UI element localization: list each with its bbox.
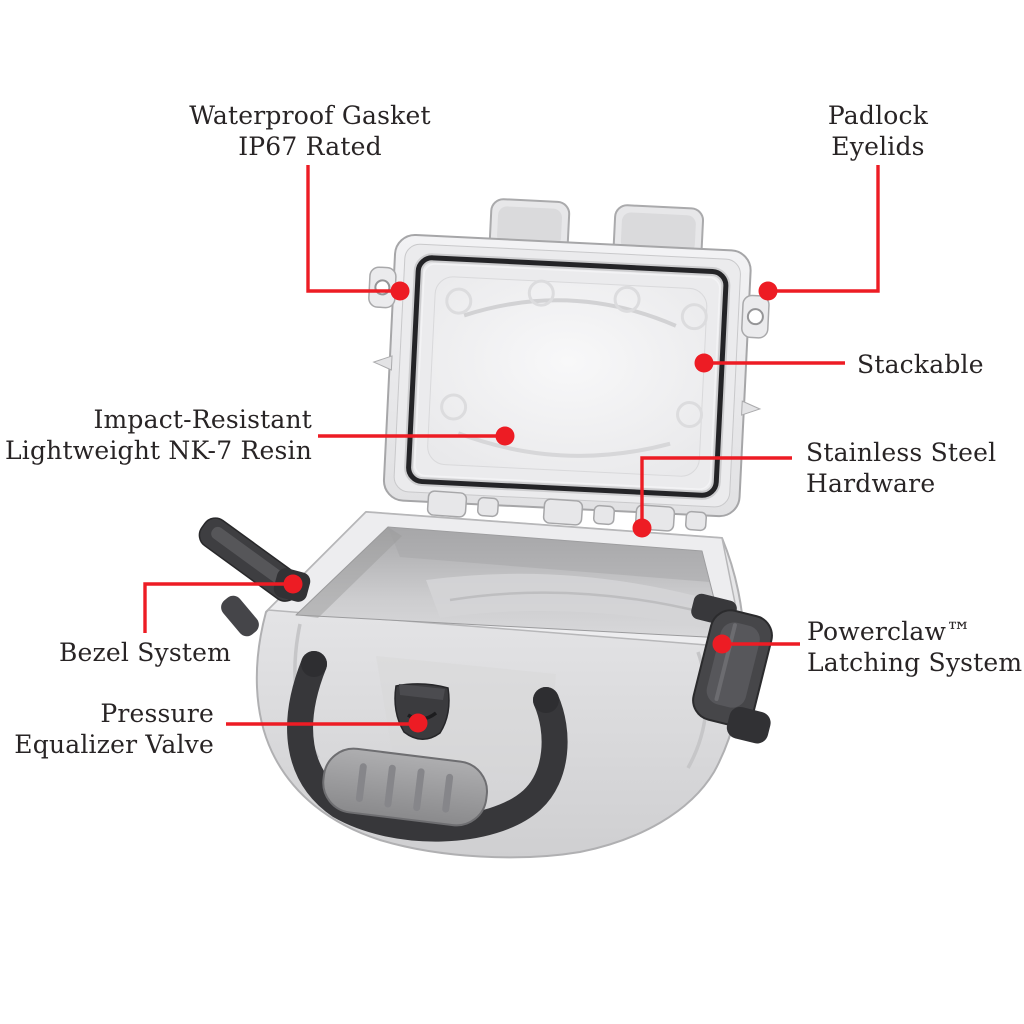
callout-line-padlock-eyelids xyxy=(770,165,880,293)
interior-floor-ridge xyxy=(449,591,711,616)
callout-text-line: Padlock xyxy=(827,101,929,130)
bezel-latch-arm-highlight xyxy=(211,526,292,590)
callout-label-padlock-eyelids: Padlock Eyelids xyxy=(738,100,1018,162)
interior-floor xyxy=(426,573,706,628)
handle-grip-ribs xyxy=(355,763,454,813)
valve-plate xyxy=(399,684,445,700)
hinge-knuckle xyxy=(426,490,468,518)
callout-dot-impact-resistant xyxy=(495,426,515,446)
carry-handle xyxy=(287,651,568,842)
callout-text-line: Powerclaw™ xyxy=(807,617,972,646)
handle-pivot-right xyxy=(533,687,559,713)
callout-dot-waterproof-gasket xyxy=(390,281,410,301)
waterproof-gasket-ring xyxy=(406,255,729,498)
callout-dot-stackable xyxy=(694,353,714,373)
callout-text-line: Equalizer Valve xyxy=(14,730,214,759)
callout-dot-powerclaw xyxy=(712,634,732,654)
case-hinges xyxy=(426,490,708,532)
callout-text-line: Stackable xyxy=(857,350,984,379)
callout-label-bezel-system: Bezel System xyxy=(25,637,265,668)
lid-fin-left xyxy=(372,355,393,371)
hinge-knuckle xyxy=(476,496,500,518)
callout-dot-bezel-system xyxy=(283,574,303,594)
hinge-knuckle xyxy=(542,498,584,526)
gasket-highlight xyxy=(414,263,721,490)
case-base xyxy=(255,511,745,859)
callout-line-bezel-system xyxy=(143,582,291,633)
handle-pivot-left xyxy=(301,651,327,677)
lid-recessed-panel xyxy=(427,276,708,477)
callout-text-line: Hardware xyxy=(806,469,936,498)
interior-back-wall xyxy=(388,527,710,582)
lid-top-arch xyxy=(463,298,677,328)
powerclaw-highlight xyxy=(714,623,737,701)
callout-text-line: IP67 Rated xyxy=(238,132,382,161)
handle-bail xyxy=(287,651,568,842)
callout-text-line: Impact-Resistant xyxy=(93,405,312,434)
callout-text-line: Lightweight NK-7 Resin xyxy=(4,436,312,465)
callout-text-line: Waterproof Gasket xyxy=(189,101,431,130)
callout-dot-pressure-valve xyxy=(408,713,428,733)
callout-label-stainless-steel: Stainless Steel Hardware xyxy=(806,437,996,499)
stacking-foot-shading xyxy=(497,206,562,247)
callout-line-stainless-steel xyxy=(640,456,792,526)
stacking-foot-shading xyxy=(620,212,696,254)
padlock-eyelid-right-hole xyxy=(746,308,764,326)
callout-label-powerclaw: Powerclaw™ Latching System xyxy=(807,616,1022,678)
bezel-latch-keeper xyxy=(221,595,259,637)
callout-text-line: Eyelids xyxy=(831,132,925,161)
interior-left-wall xyxy=(296,527,402,618)
hinge-knuckle xyxy=(684,510,708,532)
callout-text-line: Latching System xyxy=(807,648,1023,677)
bezel-latch-open xyxy=(198,517,311,637)
callout-text-line: Pressure xyxy=(100,699,214,728)
callout-label-waterproof-gasket: Waterproof Gasket IP67 Rated xyxy=(130,100,490,162)
lid-bottom-arch xyxy=(457,431,671,458)
powerclaw-hook xyxy=(726,706,771,744)
lid-fin-right xyxy=(741,400,762,416)
callout-label-pressure-valve: Pressure Equalizer Valve xyxy=(14,698,214,760)
callout-label-stackable: Stackable xyxy=(857,349,984,380)
lid-dimples xyxy=(440,279,708,429)
callout-dot-padlock-eyelids xyxy=(758,281,778,301)
callout-pointers xyxy=(143,165,880,733)
callout-line-waterproof-gasket xyxy=(306,165,399,293)
callout-label-impact-resistant: Impact-Resistant Lightweight NK-7 Resin xyxy=(5,404,312,466)
callout-text-line: Stainless Steel xyxy=(806,438,997,467)
callout-text-line: Bezel System xyxy=(58,638,232,667)
case-lid xyxy=(368,198,770,518)
hinge-knuckle xyxy=(592,504,616,526)
callout-dot-stainless-steel xyxy=(632,518,652,538)
